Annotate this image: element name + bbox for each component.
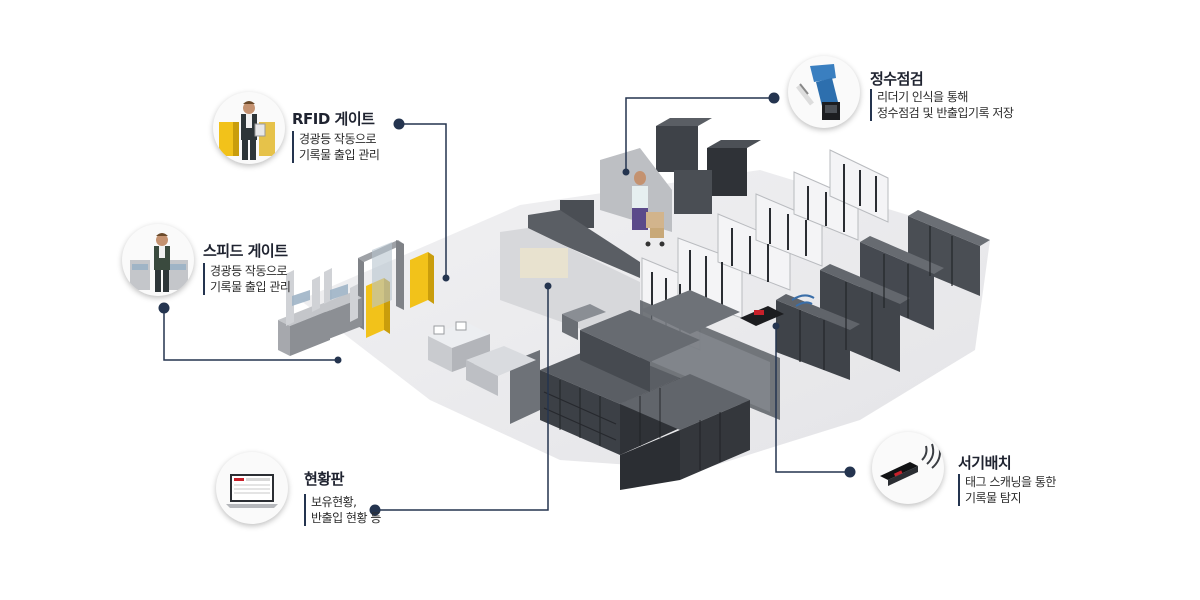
shelf-placement-description: 태그 스캐닝을 통한 기록물 탐지 xyxy=(958,474,1056,506)
status-board-desc-line1: 보유현황, xyxy=(311,495,357,509)
rfid-gate-desc-line2: 기록물 출입 관리 xyxy=(299,148,380,162)
connector-lines xyxy=(163,97,850,511)
speed-gate-desc-line1: 경광등 작동으로 xyxy=(210,264,288,278)
worker-figure xyxy=(632,171,665,247)
laptop-icon xyxy=(216,452,288,524)
rack-reader xyxy=(740,294,815,326)
mobile-racks-right xyxy=(776,210,990,380)
speed-gate-title: 스피드 게이트 xyxy=(203,242,288,260)
back-cabinets xyxy=(560,118,761,228)
rfid-gate-desc-line1: 경광등 작동으로 xyxy=(299,132,377,146)
front-counter xyxy=(500,148,672,350)
rfid-gate-title: RFID 게이트 xyxy=(292,110,375,128)
center-desks xyxy=(428,304,606,396)
shelf-placement-desc-line1: 태그 스캐닝을 통한 xyxy=(965,475,1056,489)
rfid-gate-description: 경광등 작동으로 기록물 출입 관리 xyxy=(292,131,380,163)
status-board-desc-line2: 반출입 현황 등 xyxy=(311,511,381,525)
rfid-gate-person-icon xyxy=(213,92,285,164)
handheld-reader-icon xyxy=(788,56,860,128)
rfid-gates xyxy=(358,240,434,338)
speed-gate-person-icon xyxy=(122,224,194,296)
speed-gates xyxy=(278,268,362,356)
inventory-check-desc-line2: 정수점검 및 반출입기록 저장 xyxy=(877,106,1014,120)
status-board-description: 보유현황, 반출입 현황 등 xyxy=(304,494,381,526)
shelf-placement-title: 서기배치 xyxy=(958,454,1012,472)
speed-gate-description: 경광등 작동으로 기록물 출입 관리 xyxy=(203,263,291,295)
partition-wall xyxy=(510,350,540,424)
inventory-check-desc-line1: 리더기 인식을 통해 xyxy=(877,90,968,104)
inventory-check-description: 리더기 인식을 통해 정수점검 및 반출입기록 저장 xyxy=(870,89,1014,121)
speed-gate-desc-line2: 기록물 출입 관리 xyxy=(210,280,291,294)
rfid-scanner-icon xyxy=(872,432,944,504)
shelf-placement-desc-line2: 기록물 탐지 xyxy=(965,491,1022,505)
connector-dots xyxy=(158,92,856,516)
status-board-title: 현황판 xyxy=(304,470,344,488)
inventory-check-title: 정수점검 xyxy=(870,70,924,88)
